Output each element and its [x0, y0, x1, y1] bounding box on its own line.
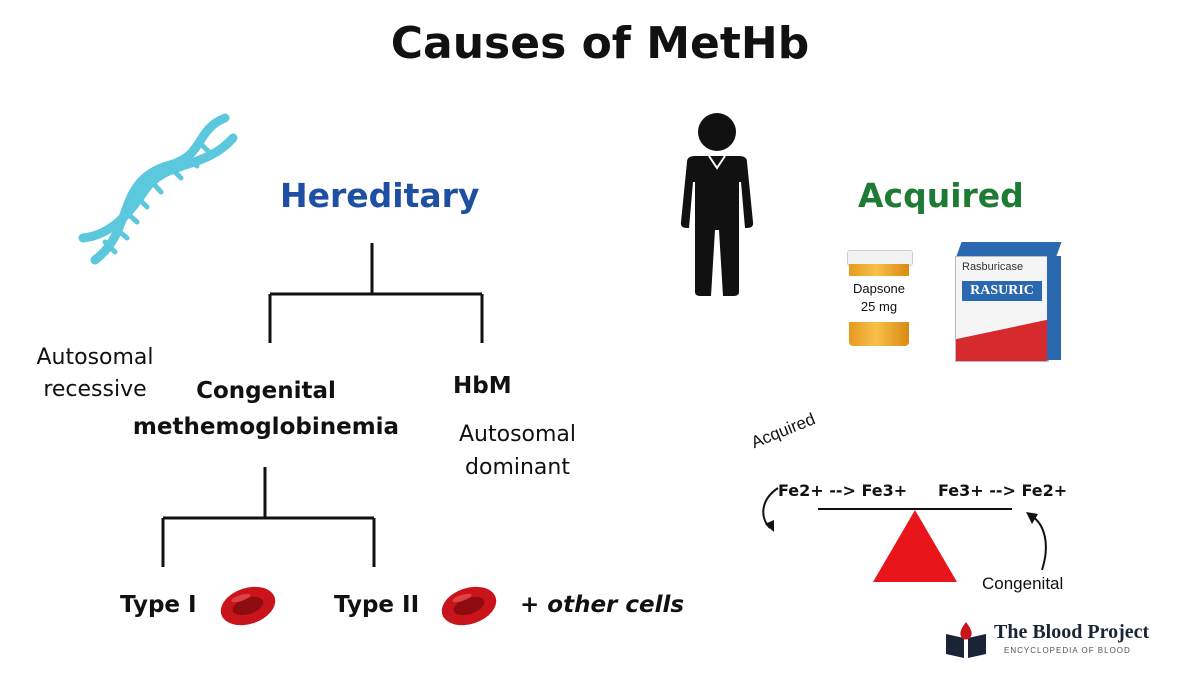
- box-side: [1047, 256, 1061, 360]
- red-blood-cell-icon: [441, 586, 497, 626]
- dapsone-dose: 25 mg: [860, 299, 898, 314]
- logo-tagline: ENCYCLOPEDIA OF BLOOD: [1004, 646, 1131, 655]
- rasburicase-box: Rasburicase RASURIC: [955, 242, 1063, 362]
- autosomal-dominant-line1: Autosomal: [458, 422, 577, 447]
- type2-label: Type II: [334, 592, 420, 618]
- congenital-line1: Congenital: [196, 378, 336, 404]
- autosomal-recessive-line2: recessive: [43, 377, 147, 402]
- congenital-line2: methemoglobinemia: [132, 414, 400, 440]
- logo-name: The Blood Project: [994, 621, 1150, 643]
- box-red-stripe: [956, 316, 1048, 361]
- acquired-heading: Acquired: [858, 176, 1024, 215]
- logo: The Blood Project ENCYCLOPEDIA OF BLOOD: [944, 618, 1164, 662]
- autosomal-dominant-label: Autosomal dominant: [440, 418, 595, 484]
- autosomal-recessive-line1: Autosomal: [36, 345, 154, 370]
- congenital-label: Congenital methemoglobinemia: [120, 373, 412, 445]
- autosomal-dominant-line2: dominant: [465, 455, 570, 480]
- dna-icon: [78, 113, 238, 265]
- rasburicase-name: Rasburicase: [962, 261, 1024, 273]
- type1-label: Type I: [120, 592, 197, 618]
- dapsone-bottle: Dapsone 25 mg: [845, 250, 913, 346]
- hbm-label: HbM: [453, 373, 512, 399]
- box-top: [956, 242, 1062, 256]
- rasuric-brand: RASURIC: [962, 281, 1042, 301]
- congenital-arrow-label: Congenital: [982, 574, 1064, 593]
- page-title: Causes of MetHb: [390, 18, 810, 69]
- balance-diagram: [762, 487, 1047, 582]
- left-reaction-label: Fe2+ --> Fe3+: [778, 481, 908, 500]
- red-blood-cell-icon: [220, 586, 276, 626]
- book-drop-icon: [946, 622, 986, 658]
- dapsone-name: Dapsone: [852, 281, 906, 296]
- other-cells-label: + other cells: [520, 592, 685, 618]
- person-icon: [680, 113, 754, 296]
- box-front: Rasburicase RASURIC: [955, 256, 1049, 362]
- right-reaction-label: Fe3+ --> Fe2+: [938, 481, 1068, 500]
- hereditary-heading: Hereditary: [280, 176, 480, 215]
- bottle-label: Dapsone 25 mg: [849, 276, 909, 322]
- autosomal-recessive-label: Autosomal recessive: [20, 342, 170, 406]
